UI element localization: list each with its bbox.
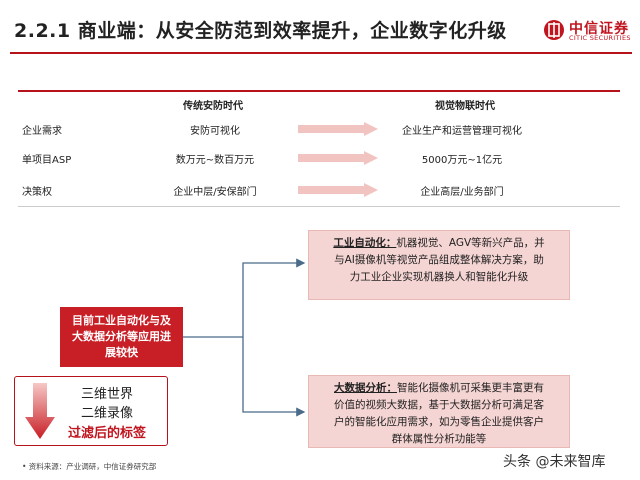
row-arrow-icon bbox=[298, 151, 378, 165]
watermark-text: 头条 @未来智库 bbox=[503, 454, 606, 470]
source-note: • 资料来源：产业调研，中信证券研究部 bbox=[22, 462, 157, 471]
industrial-automation-text-2: 与AI摄像机等视觉产品组成整体解决方案，助 bbox=[334, 254, 544, 266]
lead-summary-box: 目前工业自动化与及 大数据分析等应用进 展较快 bbox=[60, 307, 183, 367]
lead-line-3: 展较快 bbox=[105, 346, 138, 359]
big-data-text-4: 群体属性分析功能等 bbox=[391, 433, 487, 445]
filter-line-3d-world: 三维世界 bbox=[80, 387, 133, 402]
down-arrow-icon bbox=[25, 383, 55, 439]
page-title: 2.2.1 商业端：从安全防范到效率提升，企业数字化升级 bbox=[14, 20, 507, 42]
industrial-automation-text-3: 力工业企业实现机器换人和智能化升级 bbox=[349, 271, 529, 283]
big-data-card: 大数据分析：智能化摄像机可采集更丰富更有 价值的视频大数据，基于大数据分析可满足… bbox=[308, 375, 570, 448]
row-arrow-icon bbox=[298, 183, 378, 197]
header-vision-iot-era: 视觉物联时代 bbox=[435, 101, 495, 112]
cell-demand-vision: 企业生产和运营管理可视化 bbox=[402, 126, 522, 137]
industrial-automation-text-1: 机器视觉、AGV等新兴产品，并 bbox=[396, 237, 545, 249]
industrial-automation-heading: 工业自动化： bbox=[333, 237, 397, 249]
industrial-automation-card: 工业自动化：机器视觉、AGV等新兴产品，并 与AI摄像机等视觉产品组成整体解决方… bbox=[308, 230, 570, 300]
lead-line-1: 目前工业自动化与及 bbox=[72, 314, 171, 327]
cell-asp-vision: 5000万元~1亿元 bbox=[421, 155, 503, 166]
big-data-text-3: 户的智能化应用需求，如为零售企业提供客户 bbox=[334, 416, 544, 428]
header-traditional-era: 传统安防时代 bbox=[183, 101, 243, 112]
lead-line-2: 大数据分析等应用进 bbox=[72, 330, 171, 343]
table-bottom-rule bbox=[18, 206, 620, 207]
cell-demand-traditional: 安防可视化 bbox=[190, 126, 240, 137]
row-arrow-icon bbox=[298, 122, 378, 136]
logo-text-en: CITIC SECURITIES bbox=[569, 34, 631, 42]
row-label-decision: 决策权 bbox=[22, 187, 52, 198]
cell-asp-traditional: 数万元~数百万元 bbox=[175, 155, 255, 166]
filter-line-2d-recording: 二维录像 bbox=[80, 406, 133, 421]
filter-line-filtered-tags: 过滤后的标签 bbox=[67, 426, 146, 441]
cell-decision-traditional: 企业中层/安保部门 bbox=[173, 187, 257, 198]
big-data-text-1: 智能化摄像机可采集更丰富更有 bbox=[397, 382, 544, 394]
title-divider bbox=[10, 52, 632, 54]
logo-text-cn: 中信证券 bbox=[569, 21, 629, 37]
row-label-demand: 企业需求 bbox=[22, 126, 62, 137]
cell-decision-vision: 企业高层/业务部门 bbox=[420, 187, 504, 198]
table-top-rule bbox=[18, 90, 620, 92]
citic-logo-icon bbox=[544, 20, 564, 40]
row-label-asp: 单项目ASP bbox=[22, 155, 72, 166]
big-data-heading: 大数据分析： bbox=[334, 382, 397, 394]
dimension-filter-box: 三维世界 二维录像 过滤后的标签 bbox=[14, 376, 168, 446]
citic-logo: 中信证券 CITIC SECURITIES bbox=[543, 18, 633, 44]
big-data-text-2: 价值的视频大数据，基于大数据分析可满足客 bbox=[334, 399, 544, 411]
